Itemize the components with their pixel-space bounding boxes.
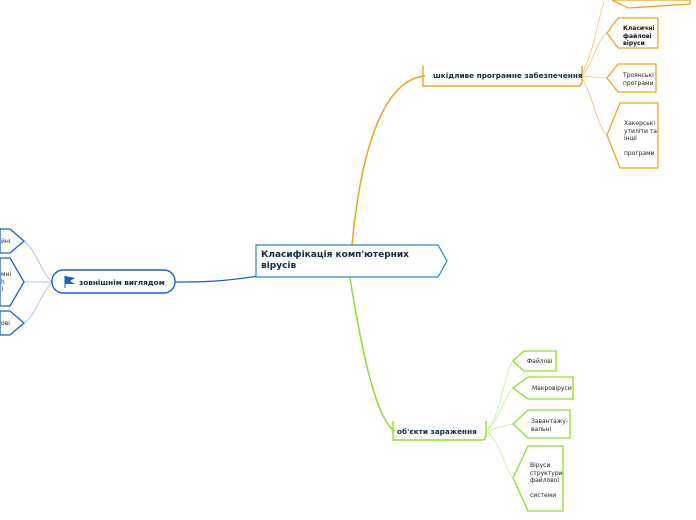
objects-fs-node[interactable] [512,445,564,512]
objects-macro-node[interactable] [511,376,574,400]
connector-malware-hacker [579,75,608,136]
appearance-b-label: мні h ) [1,271,12,293]
central-node[interactable] [255,244,448,278]
appearance-branch-label: зовнішнім виглядом [79,278,165,287]
connector-central-malware [351,75,426,246]
malware-top-node[interactable] [611,0,691,9]
objects-files-label: Файлові [527,358,553,365]
connector-central-objects [349,277,396,432]
appearance-branch-node[interactable] [51,269,176,294]
flag-icon [64,276,75,288]
connector-malware-top [579,1,605,77]
connector-objects-boot [485,423,514,432]
objects-fs-label: Віруси структури файлової системи [530,462,563,499]
appearance-c-node[interactable] [0,310,25,336]
connector-objects-macro [485,387,514,432]
objects-macro-label: Макровіруси [532,385,572,392]
central-node-label: Класифікація комп'ютерних вірусів [261,250,409,271]
objects-branch-node[interactable] [392,421,487,441]
appearance-a-label: йні [1,238,11,245]
objects-boot-label: Завантажу- вальні [531,418,568,433]
connector-malware-classic [579,32,608,77]
malware-trojan-label: Троянські програми [623,72,654,87]
connector-appearance-a [23,240,53,283]
malware-classic-node[interactable] [606,17,659,49]
appearance-b-node[interactable] [0,257,25,307]
objects-files-node[interactable] [512,350,557,372]
appearance-c-label: ові [1,320,10,327]
connector-malware-trojan [579,75,608,79]
connector-objects-fs [485,430,514,479]
connector-objects-files [485,360,514,432]
malware-branch-label: шкідливе програмне забезпечення [433,71,583,80]
malware-branch-node[interactable] [422,66,583,87]
appearance-a-node[interactable] [0,228,25,254]
malware-trojan-node[interactable] [606,63,657,93]
malware-hacker-node[interactable] [606,102,659,169]
objects-branch-label: об'єкти зараження [397,427,477,436]
malware-hacker-label: Хакерські утиліти та інші програми [624,120,657,157]
malware-classic-label: Класичні файлові віруси [623,25,655,47]
connector-central-appearance [174,275,259,283]
connector-appearance-c [23,281,53,324]
objects-boot-node[interactable] [512,409,571,439]
